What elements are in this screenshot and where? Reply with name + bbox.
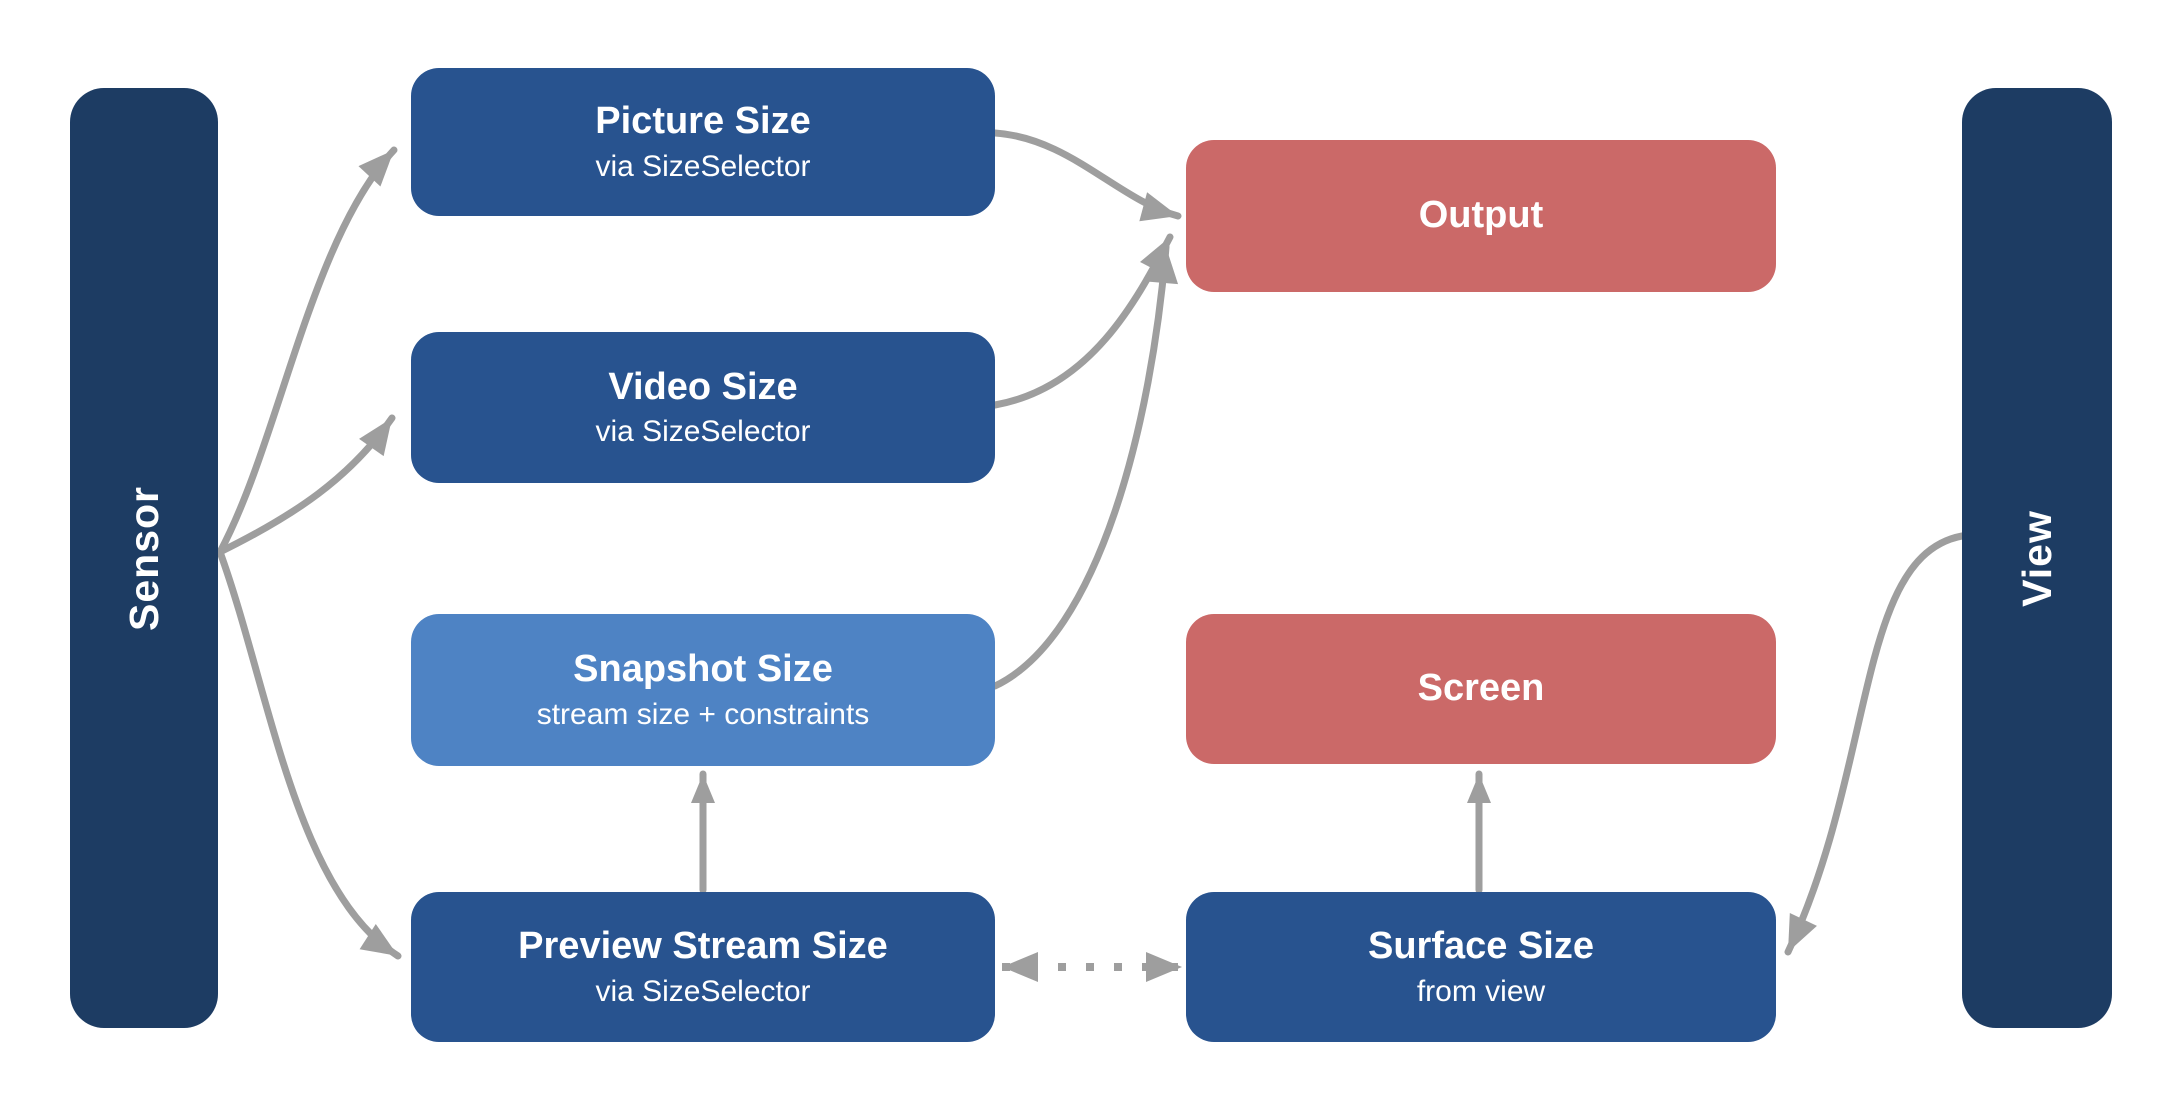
node-subtitle: via SizeSelector xyxy=(595,149,811,183)
node-title: Preview Stream Size xyxy=(518,925,888,968)
node-title: Screen xyxy=(1417,667,1545,710)
edge-sensor-to-video xyxy=(216,414,396,556)
node-title: Surface Size xyxy=(1368,925,1594,968)
node-preview-stream-size: Preview Stream Size via SizeSelector xyxy=(411,892,995,1042)
node-snapshot-size: Snapshot Size stream size + constraints xyxy=(411,614,995,766)
node-output: Output xyxy=(1186,140,1776,292)
node-video-size: Video Size via SizeSelector xyxy=(411,332,995,483)
node-subtitle: via SizeSelector xyxy=(595,974,811,1008)
node-screen: Screen xyxy=(1186,614,1776,764)
node-title: Output xyxy=(1418,194,1544,237)
node-subtitle: from view xyxy=(1416,974,1546,1008)
edge-picture-to-output xyxy=(991,129,1182,222)
node-picture-size: Picture Size via SizeSelector xyxy=(411,68,995,216)
edge-sensor-to-preview xyxy=(216,548,402,960)
node-title: Snapshot Size xyxy=(573,648,833,691)
node-surface-size: Surface Size from view xyxy=(1186,892,1776,1042)
edge-snapshot-to-output xyxy=(991,243,1179,690)
edge-video-to-output xyxy=(991,233,1174,409)
edge-sensor-to-picture xyxy=(216,146,398,556)
edge-view-to-surface xyxy=(1784,532,1966,956)
node-subtitle: via SizeSelector xyxy=(595,415,811,449)
sensor-rail: Sensor xyxy=(70,88,218,1028)
node-subtitle: stream size + constraints xyxy=(536,697,870,731)
view-rail: View xyxy=(1962,88,2112,1028)
view-rail-label: View xyxy=(2013,509,2060,607)
node-title: Video Size xyxy=(608,365,798,408)
sensor-rail-label: Sensor xyxy=(120,485,167,631)
node-title: Picture Size xyxy=(595,100,811,143)
